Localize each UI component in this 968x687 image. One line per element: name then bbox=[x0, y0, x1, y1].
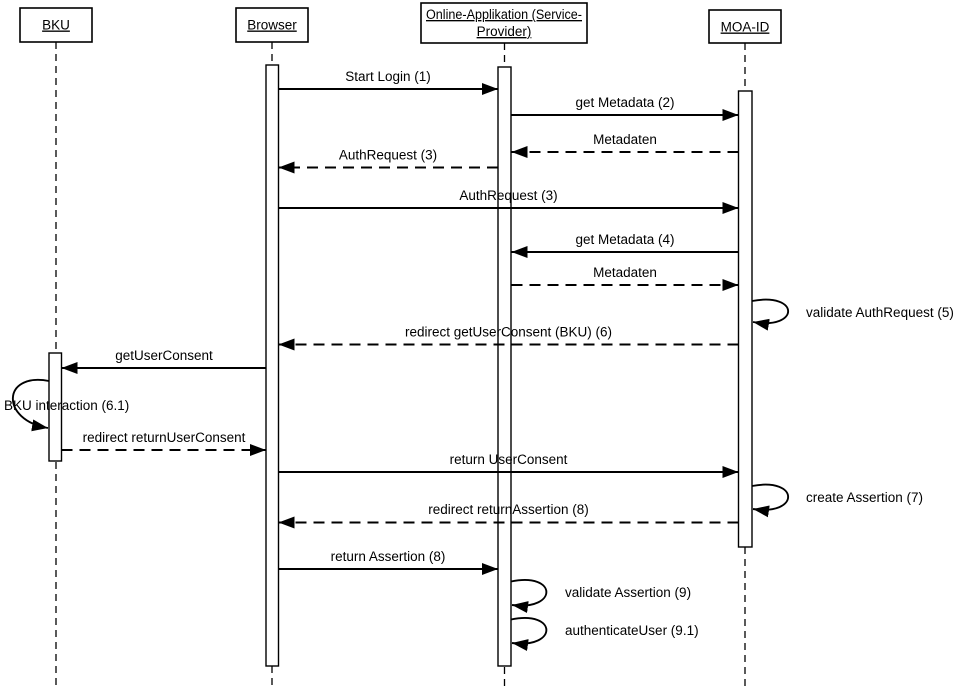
participant-box-moa-id bbox=[708, 9, 782, 44]
message-label-start-login: Start Login (1) bbox=[345, 69, 431, 84]
message-label-metadaten-1: Metadaten bbox=[593, 132, 657, 147]
message-label-authrequest-return: AuthRequest (3) bbox=[339, 148, 437, 163]
participant-label-service-provider-line1: Online-Applikation (Service- bbox=[426, 7, 582, 22]
message-label-validate-authrequest: validate AuthRequest (5) bbox=[806, 305, 954, 320]
participant-label-moa-id: MOA-ID bbox=[721, 20, 770, 35]
message-label-redirect-returnuserconsent: redirect returnUserConsent bbox=[83, 430, 246, 445]
activation-bar-service-provider bbox=[497, 66, 512, 667]
self-message-loop-authenticateuser bbox=[510, 617, 548, 652]
message-label-get-metadata-2: get Metadata (2) bbox=[575, 95, 674, 110]
message-label-bku-interaction: BKU interaction (6.1) bbox=[4, 398, 129, 413]
participant-box-browser bbox=[235, 7, 309, 43]
message-label-metadaten-2: Metadaten bbox=[593, 265, 657, 280]
participant-label-bku: BKU bbox=[42, 18, 70, 33]
participant-box-service-provider bbox=[420, 2, 588, 44]
self-message-loop-validate-assertion bbox=[510, 579, 548, 614]
participant-box-bku bbox=[19, 7, 93, 43]
message-label-return-assertion: return Assertion (8) bbox=[331, 549, 446, 564]
self-message-loop-validate-authrequest bbox=[751, 298, 790, 331]
participant-label-service-provider-line2: Provider) bbox=[477, 24, 532, 39]
message-label-redirect-returnassertion: redirect returnAssertion (8) bbox=[428, 502, 589, 517]
message-label-create-assertion: create Assertion (7) bbox=[806, 490, 923, 505]
self-message-loop-create-assertion bbox=[751, 483, 790, 518]
message-label-validate-assertion: validate Assertion (9) bbox=[565, 585, 691, 600]
message-label-authrequest-forward: AuthRequest (3) bbox=[459, 188, 557, 203]
message-label-get-metadata-4: get Metadata (4) bbox=[575, 232, 674, 247]
message-label-getuserconsent: getUserConsent bbox=[115, 348, 213, 363]
participant-label-browser: Browser bbox=[247, 18, 297, 33]
message-label-authenticateuser: authenticateUser (9.1) bbox=[565, 623, 699, 638]
message-label-redirect-getuserconsent: redirect getUserConsent (BKU) (6) bbox=[405, 325, 612, 340]
message-label-return-userconsent: return UserConsent bbox=[450, 452, 568, 467]
activation-bar-bku bbox=[48, 352, 63, 462]
activation-bar-browser bbox=[265, 64, 280, 667]
self-message-loop-bku-interaction bbox=[12, 378, 50, 432]
activation-bar-moa-id bbox=[737, 90, 753, 548]
